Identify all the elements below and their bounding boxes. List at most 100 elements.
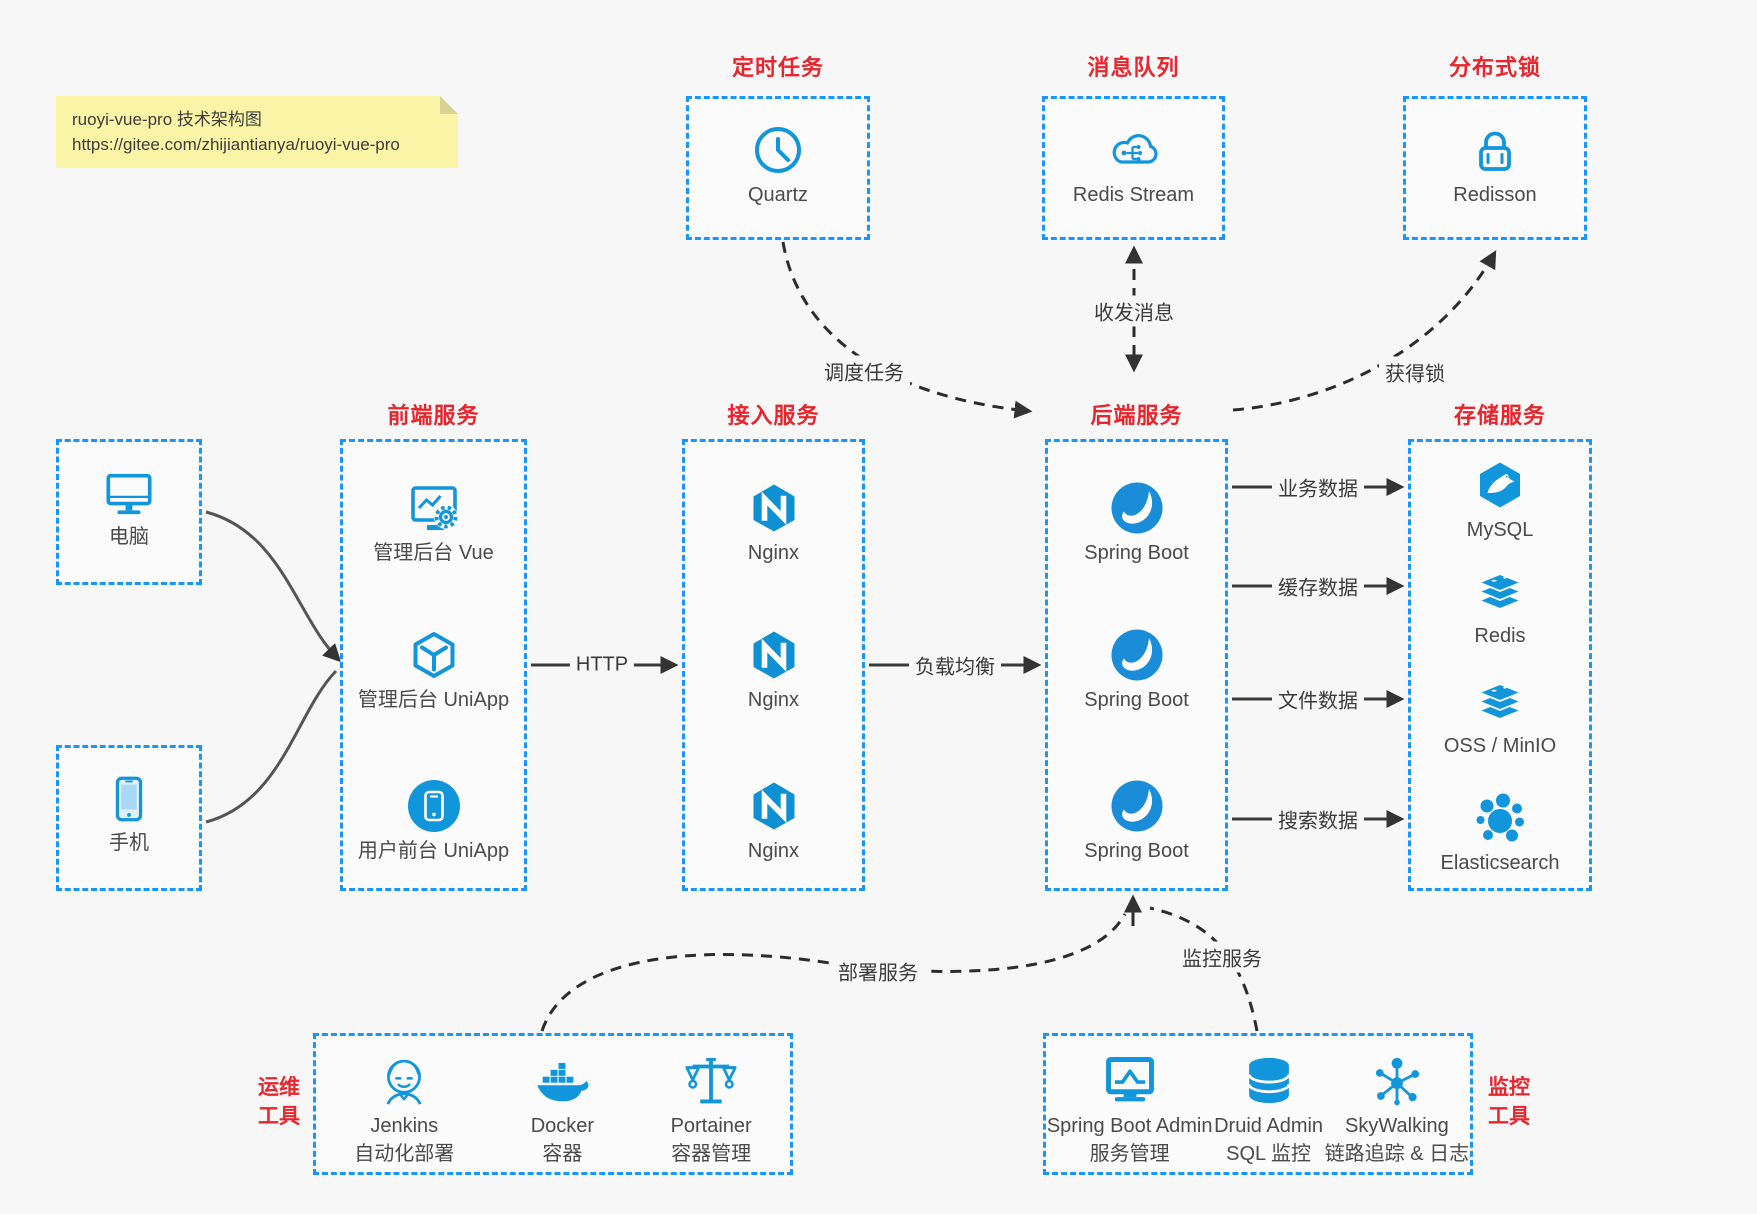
node-jenkins: Jenkins 自动化部署 — [354, 1052, 454, 1166]
node-label: SkyWalking — [1345, 1115, 1449, 1137]
node-sublabel: 容器管理 — [671, 1143, 752, 1165]
node-redis-stream: Redis Stream — [1044, 123, 1224, 207]
note-url: https://gitee.com/zhijiantianya/ruoyi-vu… — [72, 135, 400, 154]
portainer-icon — [682, 1052, 740, 1110]
spring-boot-icon — [1110, 628, 1164, 682]
storage-services-box: MySQL Redis OSS / MinIO Elasticsearch — [1408, 439, 1592, 891]
node-mysql: MySQL — [1410, 458, 1590, 542]
node-quartz: Quartz — [688, 123, 868, 207]
node-label: Spring Boot — [1084, 542, 1189, 564]
group-title-frontend: 前端服务 — [387, 403, 480, 428]
node-label: Druid Admin — [1214, 1115, 1324, 1137]
lock-icon — [1468, 123, 1522, 177]
node-admin-uniapp: 管理后台 UniApp — [344, 628, 524, 712]
node-sublabel: 自动化部署 — [354, 1143, 455, 1165]
node-elasticsearch: Elasticsearch — [1410, 791, 1590, 875]
edge-label-search-data: 搜索数据 — [1272, 803, 1364, 835]
group-title-mq: 消息队列 — [1087, 55, 1180, 80]
group-title-scheduler: 定时任务 — [731, 55, 824, 80]
clock-icon — [751, 123, 805, 177]
edge-label-deploy-service: 部署服务 — [832, 955, 924, 987]
node-label: Nginx — [747, 689, 800, 711]
node-label: Jenkins — [370, 1115, 439, 1137]
group-title-storage: 存储服务 — [1453, 403, 1546, 428]
node-label: Nginx — [747, 542, 800, 564]
nginx-icon — [747, 481, 801, 535]
gateway-services-box: Nginx Nginx Nginx — [682, 439, 865, 891]
edge-monitor-service — [1149, 906, 1259, 1032]
node-label: 管理后台 UniApp — [357, 689, 510, 711]
message-queue-box: Redis Stream — [1042, 96, 1225, 240]
edge-label-schedule-task: 调度任务 — [818, 355, 910, 387]
node-label: 电脑 — [109, 526, 149, 548]
node-spring-boot-1: Spring Boot — [1047, 481, 1227, 565]
node-admin-vue: 管理后台 Vue — [344, 481, 524, 565]
edge-label-load-balance: 负载均衡 — [909, 649, 1001, 681]
phone-client-box: 手机 — [56, 745, 202, 891]
node-spring-boot-3: Spring Boot — [1047, 779, 1227, 863]
node-label: 用户前台 UniApp — [357, 840, 510, 862]
edge-schedule-task — [781, 241, 1033, 419]
edge-label-http: HTTP — [569, 652, 635, 678]
sticky-note: ruoyi-vue-pro 技术架构图 https://gitee.com/zh… — [56, 96, 458, 168]
group-title-devops: 运维 工具 — [258, 1076, 300, 1128]
edge-label-cache-data: 缓存数据 — [1272, 570, 1364, 602]
redis-icon — [1473, 564, 1527, 618]
spring-boot-admin-icon — [1101, 1052, 1159, 1110]
node-label: 手机 — [109, 832, 149, 854]
node-label: OSS / MinIO — [1443, 735, 1557, 757]
docker-icon — [533, 1052, 591, 1110]
node-portainer: Portainer 容器管理 — [671, 1052, 752, 1166]
note-fold-corner — [440, 96, 458, 114]
node-spring-boot-admin: Spring Boot Admin 服务管理 — [1046, 1052, 1213, 1166]
node-nginx-1: Nginx — [684, 481, 864, 565]
uniapp-cube-icon — [407, 628, 461, 682]
group-title-lock: 分布式锁 — [1448, 55, 1541, 80]
node-label: Portainer — [670, 1115, 752, 1137]
edge-label-business-data: 业务数据 — [1272, 471, 1364, 503]
edge-acquire-lock — [1232, 250, 1497, 412]
devops-tools-box: Jenkins 自动化部署 Docker 容器 Portainer 容器管理 — [313, 1033, 793, 1175]
node-label: Spring Boot Admin — [1046, 1115, 1213, 1137]
skywalking-icon — [1368, 1052, 1426, 1110]
note-title: ruoyi-vue-pro 技术架构图 — [72, 110, 262, 129]
mysql-icon — [1473, 458, 1527, 512]
edge-phone-to-frontend — [205, 669, 338, 824]
spring-boot-icon — [1110, 779, 1164, 833]
node-sublabel: 链路追踪 & 日志 — [1324, 1143, 1470, 1165]
distributed-lock-box: Redisson — [1403, 96, 1587, 240]
frontend-services-box: 管理后台 Vue 管理后台 UniApp 用户前台 UniApp — [340, 439, 527, 891]
nginx-icon — [747, 628, 801, 682]
node-label: Nginx — [747, 840, 800, 862]
elasticsearch-icon — [1473, 791, 1527, 845]
edge-label-file-data: 文件数据 — [1272, 683, 1364, 715]
group-title-gateway: 接入服务 — [727, 403, 820, 428]
druid-icon — [1240, 1052, 1298, 1110]
node-sublabel: 容器 — [542, 1143, 583, 1165]
node-nginx-2: Nginx — [684, 628, 864, 712]
node-label: Redis Stream — [1072, 184, 1195, 206]
mobile-app-icon — [407, 779, 461, 833]
node-label: Elasticsearch — [1440, 852, 1560, 874]
node-nginx-3: Nginx — [684, 779, 864, 863]
node-spring-boot-2: Spring Boot — [1047, 628, 1227, 712]
node-skywalking: SkyWalking 链路追踪 & 日志 — [1325, 1052, 1469, 1166]
nginx-icon — [747, 779, 801, 833]
desktop-icon — [103, 467, 155, 519]
oss-minio-icon — [1473, 674, 1527, 728]
node-label: Redisson — [1453, 184, 1537, 206]
node-sublabel: 服务管理 — [1089, 1143, 1170, 1165]
node-phone: 手机 — [39, 773, 219, 855]
edge-label-send-receive-message: 收发消息 — [1088, 295, 1180, 327]
node-pc: 电脑 — [39, 467, 219, 549]
group-title-monitoring: 监控 工具 — [1488, 1076, 1530, 1128]
spring-boot-icon — [1110, 481, 1164, 535]
node-label: MySQL — [1466, 519, 1534, 541]
pc-client-box: 电脑 — [56, 439, 202, 585]
cloud-stream-icon — [1107, 123, 1161, 177]
node-label: 管理后台 Vue — [373, 542, 494, 564]
node-label: Spring Boot — [1084, 689, 1189, 711]
node-druid-admin: Druid Admin SQL 监控 — [1214, 1052, 1323, 1166]
node-label: Redis — [1474, 625, 1526, 647]
